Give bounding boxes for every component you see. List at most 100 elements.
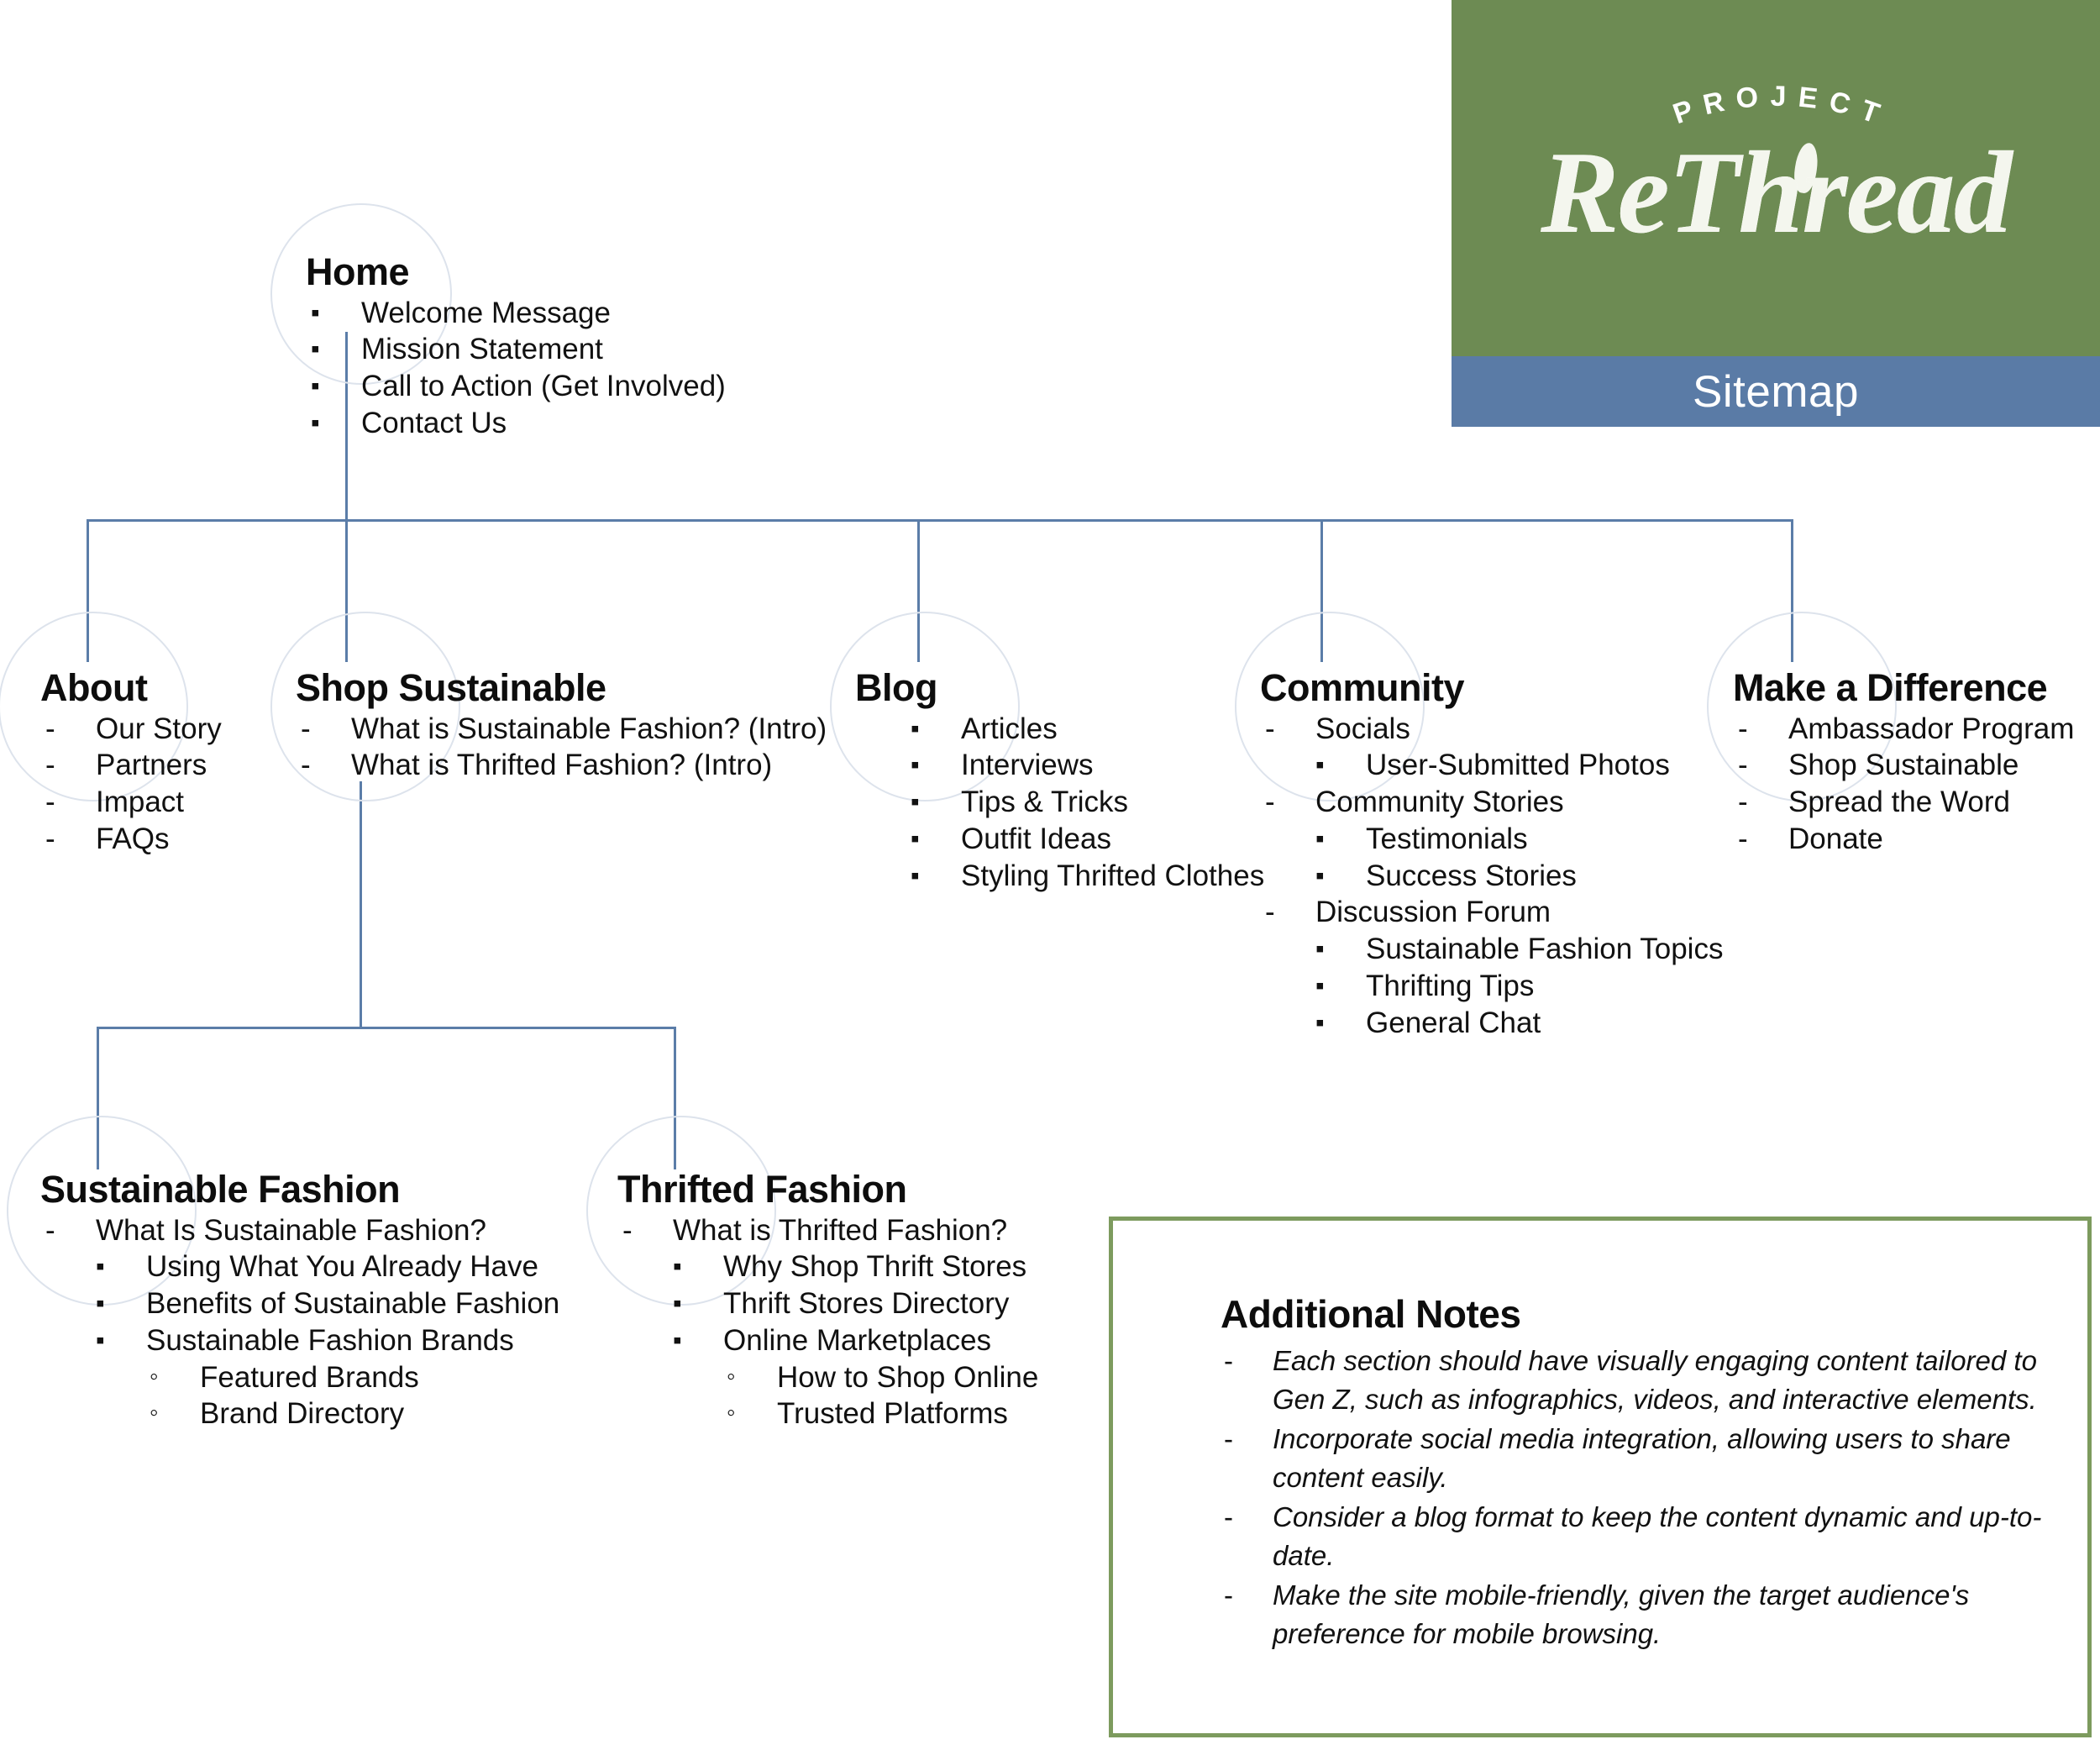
list-item[interactable]: ▪General Chat: [1310, 1005, 1723, 1042]
list-item[interactable]: ▪Styling Thrifted Clothes: [906, 858, 1264, 895]
list-item[interactable]: -Spread the Word: [1733, 784, 2074, 821]
list-item-label: Contact Us: [361, 406, 507, 439]
list-item-label: How to Shop Online: [777, 1360, 1039, 1394]
list-item-label: Thrift Stores Directory: [723, 1287, 1010, 1321]
list-item-label: Our Story: [96, 712, 222, 745]
node-circle-about: [0, 612, 188, 801]
list-item-label: Success Stories: [1366, 859, 1577, 892]
connector-drop-sustainable-fashion: [97, 1027, 99, 1169]
node-make-a-difference-title: Make a Difference: [1733, 666, 2048, 709]
list-item[interactable]: ▪Tips & Tricks: [906, 784, 1264, 821]
list-item-label: Trusted Platforms: [777, 1397, 1008, 1431]
list-item[interactable]: ▪Interviews: [906, 747, 1264, 784]
list-item-label: Sustainable Fashion Brands: [146, 1323, 514, 1357]
node-shop-sustainable[interactable]: Shop Sustainable -What is Sustainable Fa…: [296, 667, 827, 784]
list-item[interactable]: ▪Welcome Message: [306, 295, 726, 332]
list-item[interactable]: -Ambassador Program: [1733, 711, 2074, 748]
dash-bullet-icon: -: [45, 712, 55, 745]
list-subgroup: ▪User-Submitted Photos: [1260, 747, 1723, 784]
connector-drop-make-a-difference: [1791, 519, 1793, 662]
list-item[interactable]: ◦Featured Brands: [141, 1359, 559, 1396]
note-item-text: Make the site mobile-friendly, given the…: [1273, 1579, 1970, 1649]
list-item[interactable]: ▪Why Shop Thrift Stores: [668, 1248, 1038, 1285]
node-about[interactable]: About -Our Story -Partners -Impact -FAQs: [40, 667, 222, 858]
square-bullet-icon: ▪: [673, 1326, 682, 1354]
list-item[interactable]: -What is Thrifted Fashion? (Intro): [296, 747, 827, 784]
list-item[interactable]: - Our Story: [40, 711, 222, 748]
list-item[interactable]: -Discussion Forum: [1260, 894, 1723, 931]
list-item[interactable]: -What is Sustainable Fashion? (Intro): [296, 711, 827, 748]
dash-bullet-icon: -: [301, 712, 311, 745]
list-item-label: Thrifting Tips: [1366, 969, 1535, 1002]
list-item[interactable]: -Community Stories: [1260, 784, 1723, 821]
list-item[interactable]: -Impact: [40, 784, 222, 821]
list-item-label: Brand Directory: [200, 1397, 405, 1431]
list-item[interactable]: -What is Thrifted Fashion?: [617, 1212, 1038, 1249]
community-socials-children: ▪User-Submitted Photos: [1310, 747, 1723, 784]
list-item[interactable]: -Partners: [40, 747, 222, 784]
node-sustainable-fashion-title: Sustainable Fashion: [40, 1168, 401, 1211]
square-bullet-icon: ▪: [1315, 1008, 1325, 1037]
node-circle-make-a-difference: [1707, 612, 1897, 801]
list-item[interactable]: ▪Success Stories: [1310, 858, 1723, 895]
list-item[interactable]: ▪Using What You Already Have: [91, 1248, 559, 1285]
thrifted-fashion-children: ▪Why Shop Thrift Stores ▪Thrift Stores D…: [668, 1248, 1038, 1432]
dash-bullet-icon: -: [1265, 896, 1275, 929]
sustainable-fashion-brands-children: ◦Featured Brands ◦Brand Directory: [141, 1359, 559, 1433]
node-sustainable-fashion[interactable]: Sustainable Fashion -What Is Sustainable…: [40, 1169, 559, 1432]
list-item[interactable]: -Shop Sustainable: [1733, 747, 2074, 784]
list-item-label: Benefits of Sustainable Fashion: [146, 1287, 560, 1321]
node-circle-sustainable-fashion: [7, 1116, 197, 1306]
list-item[interactable]: ▪Benefits of Sustainable Fashion: [91, 1285, 559, 1322]
square-bullet-icon: ▪: [311, 372, 320, 401]
list-item[interactable]: ▪User-Submitted Photos: [1310, 747, 1723, 784]
list-item[interactable]: ▪Mission Statement: [306, 331, 726, 368]
node-community-title: Community: [1260, 666, 1465, 709]
node-about-items: - Our Story -Partners -Impact -FAQs: [40, 711, 222, 858]
list-item[interactable]: ▪Thrift Stores Directory: [668, 1285, 1038, 1322]
list-item[interactable]: ▪ Call to Action (Get Involved): [306, 368, 726, 405]
node-make-a-difference[interactable]: Make a Difference -Ambassador Program -S…: [1733, 666, 2074, 858]
list-item[interactable]: ▪Articles: [906, 711, 1264, 748]
list-item-label: Outfit Ideas: [961, 822, 1111, 855]
list-item[interactable]: -Donate: [1733, 821, 2074, 858]
list-item-label: Tips & Tricks: [961, 786, 1128, 819]
connector-drop-community: [1320, 519, 1323, 662]
list-item[interactable]: -Socials: [1260, 711, 1723, 748]
node-thrifted-fashion[interactable]: Thrifted Fashion -What is Thrifted Fashi…: [617, 1169, 1038, 1432]
list-item[interactable]: ▪Sustainable Fashion Topics: [1310, 931, 1723, 968]
connector-drop-blog: [917, 519, 920, 662]
list-item[interactable]: -FAQs: [40, 821, 222, 858]
list-item[interactable]: ▪ Online Marketplaces: [668, 1322, 1038, 1359]
list-item[interactable]: ◦How to Shop Online: [718, 1359, 1038, 1396]
community-forum-children: ▪Sustainable Fashion Topics ▪Thrifting T…: [1310, 931, 1723, 1041]
list-item-label: Ambassador Program: [1788, 712, 2075, 745]
list-item-label: Mission Statement: [361, 333, 603, 366]
node-blog[interactable]: Blog ▪Articles ▪Interviews ▪Tips & Trick…: [855, 667, 1264, 895]
list-item-label: Interviews: [961, 749, 1094, 782]
list-item[interactable]: -What Is Sustainable Fashion?: [40, 1212, 559, 1249]
list-item-label: Partners: [96, 749, 207, 782]
brand-wordmark: ReThread: [1541, 128, 2013, 258]
additional-notes-title: Additional Notes: [1221, 1292, 1521, 1336]
dash-bullet-icon: -: [1224, 1579, 1233, 1611]
list-item-label: Featured Brands: [200, 1360, 419, 1394]
list-item[interactable]: ▪Outfit Ideas: [906, 821, 1264, 858]
list-item[interactable]: ▪Contact Us: [306, 405, 726, 442]
node-home[interactable]: Home ▪Welcome Message ▪Mission Statement…: [306, 251, 726, 442]
list-item[interactable]: ▪Testimonials: [1310, 821, 1723, 858]
list-item[interactable]: ▪Thrifting Tips: [1310, 968, 1723, 1005]
node-circle-home: [270, 203, 452, 385]
node-thrifted-fashion-items: -What is Thrifted Fashion? ▪Why Shop Thr…: [617, 1212, 1038, 1433]
square-bullet-icon: ▪: [96, 1326, 105, 1354]
sitemap-subtitle-label: Sitemap: [1693, 366, 1859, 417]
list-item-label: Online Marketplaces: [723, 1323, 992, 1357]
node-community[interactable]: Community -Socials ▪User-Submitted Photo…: [1260, 666, 1723, 1041]
list-item[interactable]: ◦Trusted Platforms: [718, 1395, 1038, 1432]
list-item[interactable]: ▪ Sustainable Fashion Brands: [91, 1322, 559, 1359]
list-item-label: Using What You Already Have: [146, 1250, 538, 1284]
list-item-label: Call to Action (Get Involved): [361, 370, 726, 403]
list-item[interactable]: ◦Brand Directory: [141, 1395, 559, 1432]
dash-bullet-icon: -: [1224, 1423, 1233, 1455]
